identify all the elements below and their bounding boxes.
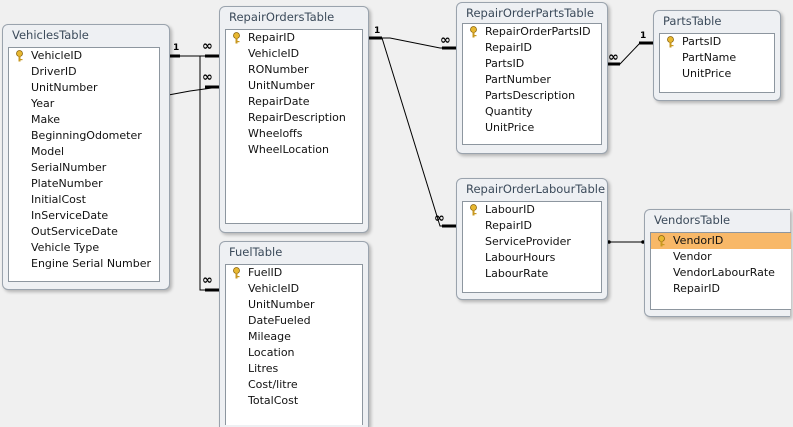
cardinality-many-label: ∞ <box>202 39 213 54</box>
field-year[interactable]: Year <box>31 97 55 110</box>
field-labourhours[interactable]: LabourHours <box>485 251 556 264</box>
field-repairorderpartsid[interactable]: RepairOrderPartsID <box>463 24 601 40</box>
field-repairid[interactable]: RepairID <box>226 30 362 46</box>
cardinality-one-label: 1 <box>374 26 380 36</box>
field-vendor[interactable]: Vendor <box>673 250 712 263</box>
field-repairid[interactable]: RepairID <box>673 282 720 295</box>
field-list[interactable]: RepairOrderPartsID RepairID PartsID Part… <box>462 23 602 145</box>
field-unitprice[interactable]: UnitPrice <box>682 67 732 80</box>
table-title[interactable]: PartsTable <box>663 14 722 28</box>
field-list[interactable]: PartsID PartName UnitPrice <box>659 33 775 93</box>
field-repairid[interactable]: RepairID <box>485 219 532 232</box>
field-partname[interactable]: PartName <box>682 51 737 64</box>
primary-key-icon <box>658 235 665 247</box>
field-outservicedate[interactable]: OutServiceDate <box>31 225 118 238</box>
field-initialcost[interactable]: InitialCost <box>31 193 86 206</box>
primary-key-icon <box>16 50 23 62</box>
field-inservicedate[interactable]: InServiceDate <box>31 209 109 222</box>
field-location[interactable]: Location <box>248 346 295 359</box>
field-datefueled[interactable]: DateFueled <box>248 314 311 327</box>
field-list[interactable]: VendorID Vendor VendorLabourRate RepairI… <box>650 232 791 310</box>
field-repairdescription[interactable]: RepairDescription <box>248 111 346 124</box>
field-vendorlabourrate[interactable]: VendorLabourRate <box>673 266 775 279</box>
cardinality-one-label: 1 <box>173 43 179 53</box>
repair-order-parts-table[interactable]: RepairOrderPartsTable RepairOrderPartsID… <box>456 2 608 154</box>
parts-table[interactable]: PartsTable PartsID PartName UnitPrice <box>653 10 781 101</box>
field-repairid[interactable]: RepairID <box>485 41 532 54</box>
field-vehicleid[interactable]: VehicleID <box>248 47 300 60</box>
field-partsdescription[interactable]: PartsDescription <box>485 89 576 102</box>
field-vehicleid[interactable]: VehicleID <box>9 48 159 64</box>
field-list[interactable]: VehicleID DriverID UnitNumber Year Make … <box>8 47 160 282</box>
primary-key-icon <box>233 267 240 279</box>
field-wheellocation[interactable]: WheelLocation <box>248 143 329 156</box>
cardinality-many-label: ∞ <box>202 273 213 288</box>
field-vehicle-type[interactable]: Vehicle Type <box>31 241 100 254</box>
repair-order-labour-table[interactable]: RepairOrderLabourTable LabourID RepairID… <box>456 178 608 300</box>
field-serialnumber[interactable]: SerialNumber <box>31 161 107 174</box>
vehicles-table[interactable]: VehiclesTable VehicleID DriverID UnitNum… <box>2 24 170 290</box>
repair-orders-table[interactable]: RepairOrdersTable RepairID VehicleID RON… <box>219 6 369 233</box>
field-mileage[interactable]: Mileage <box>248 330 291 343</box>
field-vendorid[interactable]: VendorID <box>651 233 791 249</box>
field-totalcost[interactable]: TotalCost <box>248 394 299 407</box>
field-vehicleid[interactable]: VehicleID <box>248 282 300 295</box>
field-cost-per-litre[interactable]: Cost/litre <box>248 378 298 391</box>
field-fuelid[interactable]: FuelID <box>226 265 362 281</box>
cardinality-many-label: ∞ <box>202 70 213 85</box>
cardinality-many-label: ∞ <box>440 33 451 48</box>
field-unitnumber[interactable]: UnitNumber <box>248 298 315 311</box>
cardinality-many-label: ∞ <box>608 50 619 65</box>
field-wheeloffs[interactable]: Wheeloffs <box>248 127 303 140</box>
table-title[interactable]: VendorsTable <box>654 213 731 227</box>
table-title[interactable]: FuelTable <box>229 245 283 259</box>
field-partnumber[interactable]: PartNumber <box>485 73 551 86</box>
vendors-table[interactable]: VendorsTable VendorID Vendor VendorLabou… <box>644 209 791 317</box>
field-ronumber[interactable]: RONumber <box>248 63 309 76</box>
field-quantity[interactable]: Quantity <box>485 105 533 118</box>
cardinality-one-label: 1 <box>640 31 646 41</box>
fuel-table[interactable]: FuelTable FuelID VehicleID UnitNumber Da… <box>219 241 369 427</box>
field-driverid[interactable]: DriverID <box>31 65 77 78</box>
table-title[interactable]: VehiclesTable <box>12 28 89 42</box>
primary-key-icon <box>470 26 477 38</box>
field-partsid[interactable]: PartsID <box>660 34 774 50</box>
field-repairdate[interactable]: RepairDate <box>248 95 310 108</box>
table-title[interactable]: RepairOrderLabourTable <box>466 182 606 196</box>
field-labourid[interactable]: LabourID <box>463 202 601 218</box>
primary-key-icon <box>470 204 477 216</box>
primary-key-icon <box>667 36 674 48</box>
field-unitnumber[interactable]: UnitNumber <box>31 81 98 94</box>
field-unitnumber[interactable]: UnitNumber <box>248 79 315 92</box>
field-unitprice[interactable]: UnitPrice <box>485 121 535 134</box>
field-make[interactable]: Make <box>31 113 60 126</box>
field-serviceprovider[interactable]: ServiceProvider <box>485 235 571 248</box>
primary-key-icon <box>233 32 240 44</box>
field-engine-serial-number[interactable]: Engine Serial Number <box>31 257 152 270</box>
cardinality-many-label: ∞ <box>434 211 445 226</box>
field-labourrate[interactable]: LabourRate <box>485 267 549 280</box>
table-title[interactable]: RepairOrderPartsTable <box>466 6 594 20</box>
field-model[interactable]: Model <box>31 145 65 158</box>
table-title[interactable]: RepairOrdersTable <box>229 10 335 24</box>
field-beginningodometer[interactable]: BeginningOdometer <box>31 129 142 142</box>
field-litres[interactable]: Litres <box>248 362 279 375</box>
field-list[interactable]: LabourID RepairID ServiceProvider Labour… <box>462 201 602 293</box>
field-list[interactable]: FuelID VehicleID UnitNumber DateFueled M… <box>225 264 363 425</box>
field-list[interactable]: RepairID VehicleID RONumber UnitNumber R… <box>225 29 363 224</box>
field-partsid[interactable]: PartsID <box>485 57 525 70</box>
field-platenumber[interactable]: PlateNumber <box>31 177 103 190</box>
